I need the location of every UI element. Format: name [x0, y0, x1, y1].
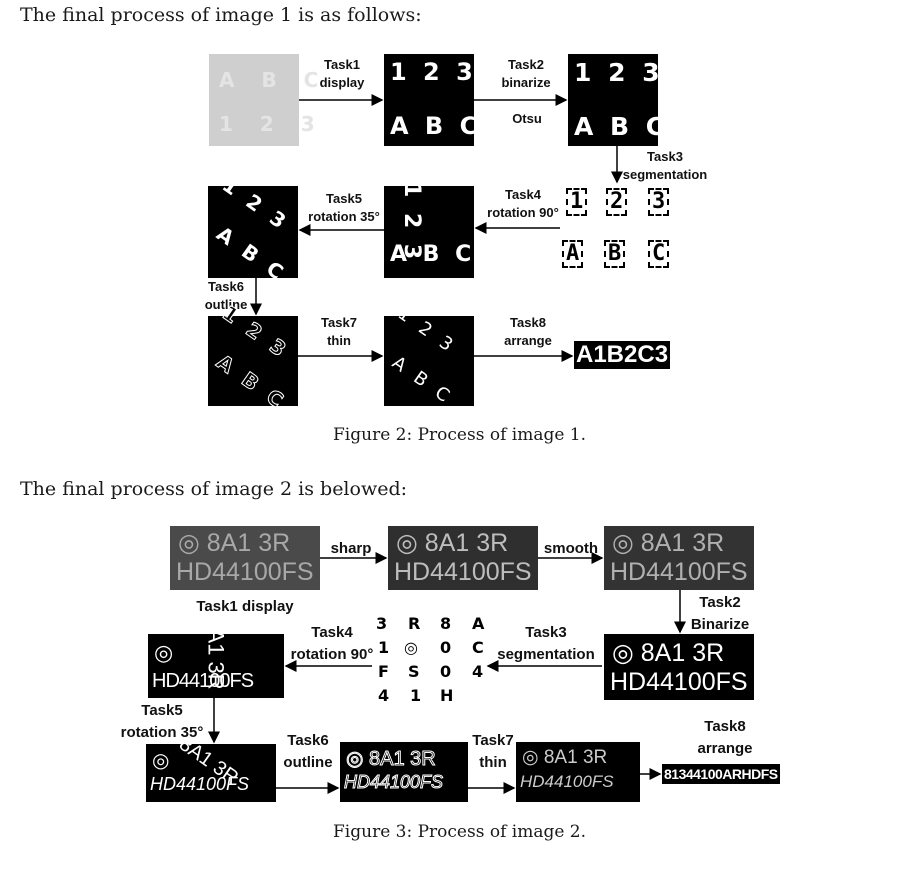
- plate-line-1: ◎ 8A1 3R: [346, 748, 437, 771]
- segment-char: ◎: [404, 638, 418, 657]
- smooth-label: smooth: [543, 540, 599, 557]
- segment-char: 0: [440, 638, 452, 657]
- rot90-bottom-text: A B C: [390, 242, 476, 267]
- segment-char: 4: [472, 662, 484, 681]
- gray-image-bottom-text: 1 2 3: [219, 112, 325, 136]
- segment-char: 3: [376, 614, 388, 633]
- segment-char: 8: [440, 614, 452, 633]
- segment-char: 3: [648, 188, 670, 216]
- fig3-task1-label: Task1 display: [196, 598, 294, 615]
- plate-binarized: ◎ 8A1 3R HD44100FS: [604, 634, 754, 700]
- plate-line-1: ◎ 8A1 3R: [152, 732, 243, 790]
- plate-outline: ◎ 8A1 3R HD44100FS: [340, 742, 468, 802]
- rotated-90-image: 1 2 3 A B C: [384, 182, 476, 278]
- paragraph-1: The final process of image 1 is as follo…: [20, 4, 422, 26]
- outline-image: 1 2 3 A B C: [208, 300, 298, 415]
- plate-line-1: ◎ 8A1 3R: [522, 747, 608, 768]
- figure-2-caption: Figure 2: Process of image 1.: [333, 425, 587, 445]
- plate-line-1: ◎ 8A1 3R: [612, 529, 725, 557]
- figure-3-caption: Figure 3: Process of image 2.: [333, 822, 587, 842]
- segment-char: A: [562, 240, 584, 268]
- segment-char: 1: [566, 188, 588, 216]
- plate-rotated-35: ◎ 8A1 3R HD44100FS: [146, 732, 276, 802]
- segment-char: A: [472, 614, 485, 633]
- plate-line-2: HD44100FS: [394, 558, 532, 586]
- segment-char: 2: [606, 188, 628, 216]
- fig2-final-result: A1B2C3: [574, 341, 671, 369]
- binarized-image: 1 2 3 A B C: [568, 54, 664, 146]
- display-bottom-text: A B C: [390, 112, 482, 140]
- display-top-text: 1 2 3: [390, 58, 477, 86]
- binarized-top-text: 1 2 3: [574, 58, 664, 87]
- segment-char: 0: [440, 662, 452, 681]
- plate-line-2: HD44100FS: [520, 772, 614, 791]
- plate-line-2: HD44100FS: [610, 668, 748, 696]
- paragraph-2: The final process of image 2 is belowed:: [20, 478, 408, 500]
- sharp-label: sharp: [330, 540, 372, 557]
- segment-char: C: [648, 240, 670, 268]
- segment-char: 1: [378, 638, 390, 657]
- plate-smooth: ◎ 8A1 3R HD44100FS: [604, 526, 754, 590]
- plate-line-2: HD44100FS: [610, 558, 748, 586]
- display-image: 1 2 3 A B C: [384, 54, 477, 146]
- segment-char: B: [604, 240, 626, 268]
- segment-char: 4: [378, 686, 390, 705]
- rotated-35-image: 1 2 3 A B C: [208, 172, 298, 287]
- segment-char: 1: [410, 686, 422, 705]
- segment-char: H: [440, 686, 454, 705]
- plate-line-2: HD44100FS: [344, 772, 444, 793]
- fig2-otsu-label: Otsu: [512, 111, 542, 126]
- plate-line-2: HD44100FS: [150, 774, 250, 794]
- plate-sharp: ◎ 8A1 3R HD44100FS: [388, 526, 538, 590]
- plate-original: ◎ 8A1 3R HD44100FS: [170, 526, 320, 590]
- plate-line-1: ◎ 8A1 3R: [154, 616, 230, 690]
- thin-image: 1 2 3 A B C: [384, 303, 474, 409]
- binarized-bottom-text: A B C: [574, 112, 669, 141]
- fig3-final-result: 81344100ARHDFS: [662, 764, 780, 784]
- plate-line-2: HD44100FS: [152, 670, 254, 692]
- segment-char: F: [378, 662, 389, 681]
- plate-line-1: ◎ 8A1 3R: [612, 639, 725, 667]
- plate-line-2: HD44100FS: [176, 558, 314, 586]
- segment-char: C: [472, 638, 484, 657]
- gray-image-top-text: A B C: [219, 68, 329, 92]
- segment-char: R: [408, 614, 421, 633]
- plate-line-1: ◎ 8A1 3R: [396, 529, 509, 557]
- plate-rotated-90: ◎ 8A1 3R HD44100FS: [148, 616, 284, 698]
- plate-thin: ◎ 8A1 3R HD44100FS: [516, 742, 640, 802]
- gray-input-image: A B C 1 2 3: [209, 54, 318, 146]
- plate-line-1: ◎ 8A1 3R: [178, 529, 291, 557]
- segment-char: S: [408, 662, 420, 681]
